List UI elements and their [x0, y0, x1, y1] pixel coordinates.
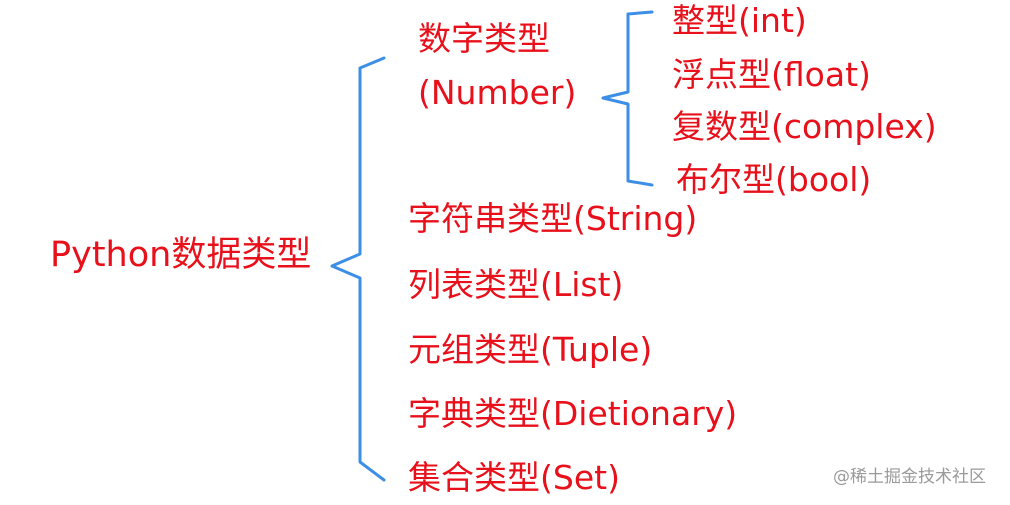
bool-type-label: 布尔型(bool)	[676, 160, 872, 199]
root-bracket	[330, 56, 386, 482]
tuple-type-label: 元组类型(Tuple)	[408, 330, 653, 369]
watermark: @稀土掘金技术社区	[833, 467, 986, 487]
number-type-label: 数字类型	[418, 19, 550, 58]
dict-type-label: 字典类型(Dietionary)	[408, 394, 738, 433]
list-type-label: 列表类型(List)	[408, 265, 624, 304]
number-bracket	[601, 10, 654, 187]
number-type-label-en: (Number)	[418, 73, 577, 112]
set-type-label: 集合类型(Set)	[408, 458, 620, 497]
complex-type-label: 复数型(complex)	[672, 107, 937, 146]
root-label: Python数据类型	[50, 235, 312, 275]
float-type-label: 浮点型(float)	[672, 55, 871, 94]
string-type-label: 字符串类型(String)	[408, 199, 698, 238]
int-type-label: 整型(int)	[672, 1, 807, 40]
